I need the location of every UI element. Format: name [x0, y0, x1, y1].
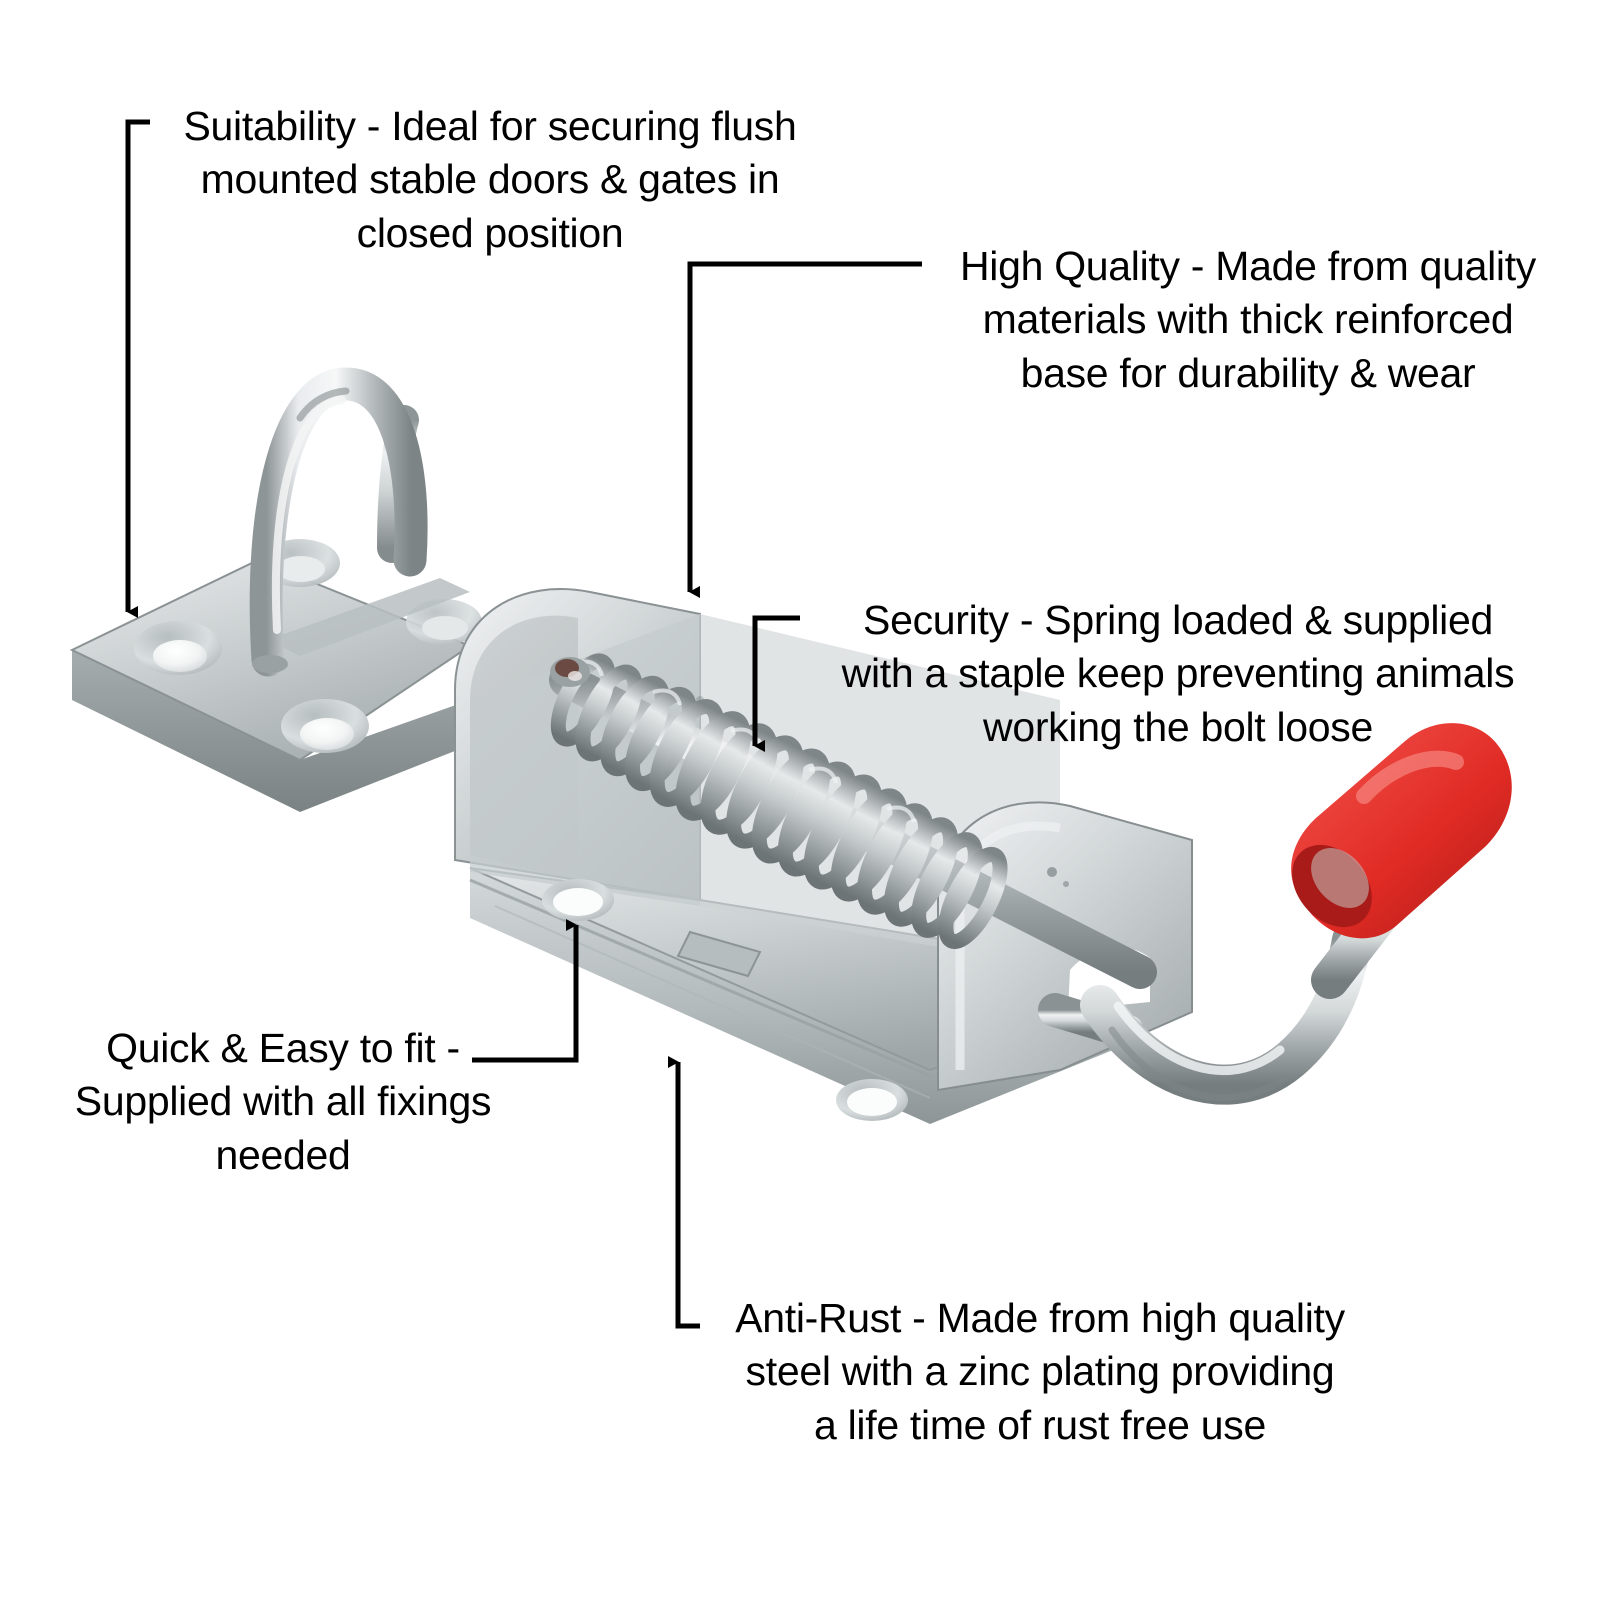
red-cap-highlight [1356, 750, 1464, 804]
staple-plate-edge [72, 650, 470, 812]
bracket-speckle [1063, 881, 1069, 887]
staple-plate-hole-front-left [134, 621, 222, 675]
staple-loop-arch [249, 367, 428, 677]
red-cap-opening [1311, 848, 1369, 908]
bracket-mounting-hole-front [542, 879, 614, 921]
spring-and-bolt [549, 653, 1512, 1105]
callout-anti-rust: Anti-Rust - Made from high quality steel… [735, 1295, 1345, 1448]
staple-plate-hole-front-right [281, 699, 369, 753]
bracket-mounting-hole-rear [836, 1079, 908, 1121]
bracket-speckle [1047, 867, 1057, 877]
spring-anchor [550, 657, 590, 687]
bolt-handle-shadow [1108, 1026, 1290, 1102]
callout-quick-easy: Quick & Easy to fit - Supplied with all … [74, 1025, 492, 1178]
staple-loop-highlight [271, 396, 346, 634]
bracket-base-crease [469, 878, 936, 1080]
staple-loop-foot [252, 655, 288, 673]
callout-security: Security - Spring loaded & supplied with… [841, 597, 1515, 750]
callout-high-quality: High Quality - Made from quality materia… [959, 243, 1536, 396]
staple-plate-hole-back-right [406, 599, 482, 645]
staple-keep [69, 367, 482, 812]
bolt-handle-highlight [1113, 1001, 1285, 1076]
staple-loop-scuff [296, 387, 350, 422]
staple-plate-rib [268, 578, 470, 656]
bolt-keeper-tab [676, 930, 762, 978]
callout-suitability: Suitability - Ideal for securing flush m… [183, 103, 797, 256]
red-grip-cap [1291, 723, 1512, 939]
